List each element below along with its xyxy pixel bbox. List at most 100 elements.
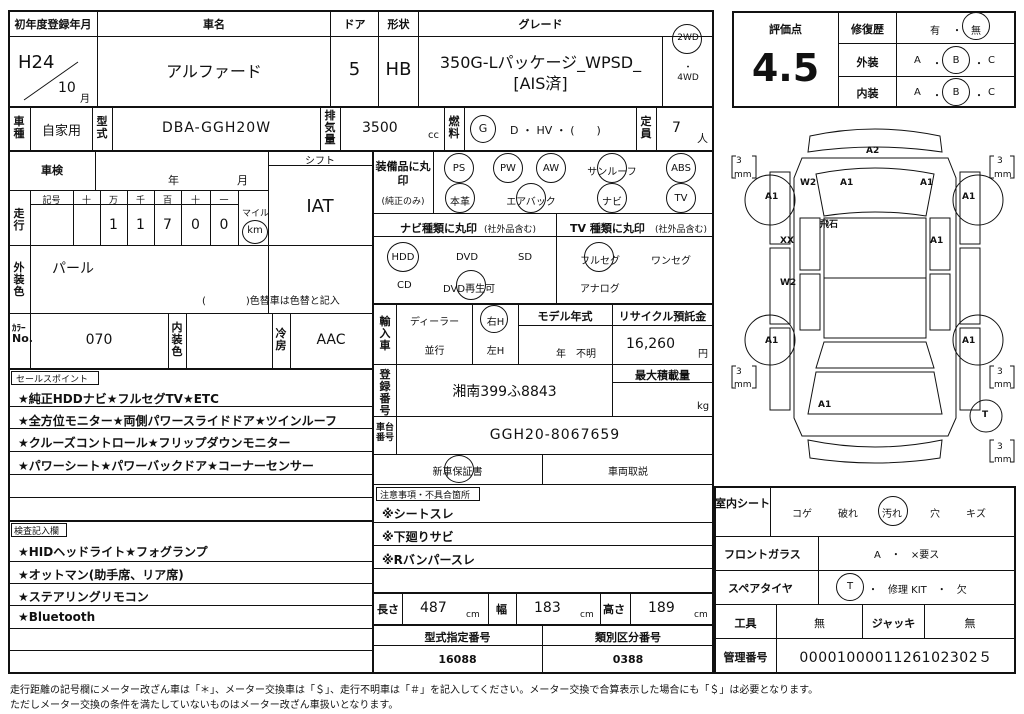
tire-depth: 3 xyxy=(736,367,742,377)
divider xyxy=(373,454,713,455)
color-change-note: ( )色替車は色替と記入 xyxy=(202,296,340,307)
damage-tag: A1 xyxy=(840,178,854,188)
selection-circle xyxy=(480,305,508,333)
divider xyxy=(770,487,771,536)
rule xyxy=(9,428,372,429)
exterior-color-label: 外装色 xyxy=(13,261,25,298)
mile-unit: マイル xyxy=(242,209,270,219)
capacity-label: 定員 xyxy=(640,115,652,140)
rule xyxy=(373,545,713,546)
divider xyxy=(373,236,713,237)
inspection-month: 月 xyxy=(237,174,248,187)
rule xyxy=(9,650,372,651)
date-slash xyxy=(23,61,79,101)
checker-label-box xyxy=(11,523,67,537)
equipment-sub: (純正のみ) xyxy=(381,197,425,207)
interior-grade-label: 内装 xyxy=(856,87,879,100)
divider xyxy=(556,213,557,303)
divider xyxy=(154,190,155,245)
divider xyxy=(488,592,489,624)
sales-line: ★純正HDDナビ★フルセグTV★ETC xyxy=(18,392,219,406)
rule xyxy=(9,451,372,452)
windshield-label: フロントガラス xyxy=(724,548,801,561)
divider xyxy=(320,107,321,150)
fuel-label: 燃料 xyxy=(448,115,460,140)
owners-manual: 車両取説 xyxy=(608,467,648,478)
first-registration-month: 10 xyxy=(58,80,76,96)
management-number-value: 0000100001126102302５ xyxy=(799,650,993,666)
equip-pw: PW xyxy=(500,163,516,174)
mileage-digit: 0 xyxy=(219,217,229,233)
navi-dvd-play: DVD再生可 xyxy=(443,284,496,295)
divider xyxy=(30,204,238,205)
type-number-label: 型式指定番号 xyxy=(424,631,491,644)
selection-circle xyxy=(584,242,614,272)
divider xyxy=(373,592,713,594)
tools-label: 工具 xyxy=(734,617,757,630)
divider xyxy=(73,190,74,245)
divider xyxy=(542,454,543,484)
color-number-value: 070 xyxy=(85,332,113,348)
tire-depth: 3 xyxy=(997,367,1003,377)
ac-value: AAC xyxy=(316,332,346,348)
sales-line: ★クルーズコントロール★フリップダウンモニター xyxy=(18,436,291,450)
selection-circle xyxy=(387,242,419,272)
sales-line: ★全方位モニター★両側パワースライドドア★ツインルーフ xyxy=(18,414,337,428)
selection-circle xyxy=(242,220,268,244)
navi-cd: CD xyxy=(397,280,412,291)
grade-b: B xyxy=(952,55,960,66)
selection-circle xyxy=(445,183,475,213)
management-number-label: 管理番号 xyxy=(723,651,768,664)
damage-tag: XX xyxy=(780,236,794,246)
notes-label: 注意事項・不具合箇所 xyxy=(380,491,471,501)
tire-depth-unit: mm xyxy=(994,170,1012,180)
usage-label: 車種 xyxy=(13,115,25,140)
score-label: 評価点 xyxy=(769,23,802,36)
selection-circle xyxy=(536,153,566,183)
cc-unit: cc xyxy=(428,130,439,141)
equip-navi: ナビ xyxy=(602,197,622,208)
rule xyxy=(9,628,372,629)
max-load-unit: kg xyxy=(697,401,710,412)
model-year-label: モデル年式 xyxy=(537,310,593,323)
divider xyxy=(838,76,1015,77)
checker-line: ★ステアリングリモコン xyxy=(18,590,149,604)
divider xyxy=(630,592,631,624)
tire-depth: 3 xyxy=(997,442,1003,452)
checker-line: ★Bluetooth xyxy=(18,610,96,624)
divider xyxy=(418,11,419,106)
height-unit: cm xyxy=(694,610,708,620)
sales-line: ★パワーシート★パワーバックドア★コーナーセンサー xyxy=(18,459,314,473)
divider xyxy=(402,592,403,624)
selection-circle xyxy=(878,496,908,526)
sales-label: セールスポイント xyxy=(16,375,89,385)
grade-b: B xyxy=(952,87,960,98)
model-label: 型式 xyxy=(96,115,108,140)
fuel-gasoline: G xyxy=(478,122,488,135)
rule xyxy=(373,568,713,569)
import-label: 輸入車 xyxy=(379,315,391,352)
selection-circle xyxy=(672,24,702,54)
grade-a: A xyxy=(914,87,921,98)
usage-value: 自家用 xyxy=(41,124,81,139)
interior-seat-label: 室内シート xyxy=(715,497,770,510)
divider xyxy=(373,213,713,214)
divider xyxy=(600,592,601,624)
car-damage-diagram xyxy=(731,128,1015,464)
class-number-value: 0388 xyxy=(612,653,644,666)
divider xyxy=(210,190,211,245)
divider xyxy=(112,107,113,150)
score-value: 4.5 xyxy=(751,46,820,90)
shape-value: HB xyxy=(385,59,412,80)
equip-aw: AW xyxy=(542,163,560,174)
divider xyxy=(372,151,374,674)
door-value: 5 xyxy=(348,59,361,80)
digit-head: 一 xyxy=(219,196,229,206)
rule xyxy=(9,605,372,606)
digit-head: 十 xyxy=(81,196,91,206)
shift-value: IAT xyxy=(306,196,334,217)
grade-line-1: 350G-Lパッケージ_WPSD_ xyxy=(439,53,642,72)
rule xyxy=(373,522,713,523)
damage-tag: A1 xyxy=(962,336,976,346)
selection-circle xyxy=(666,183,696,213)
